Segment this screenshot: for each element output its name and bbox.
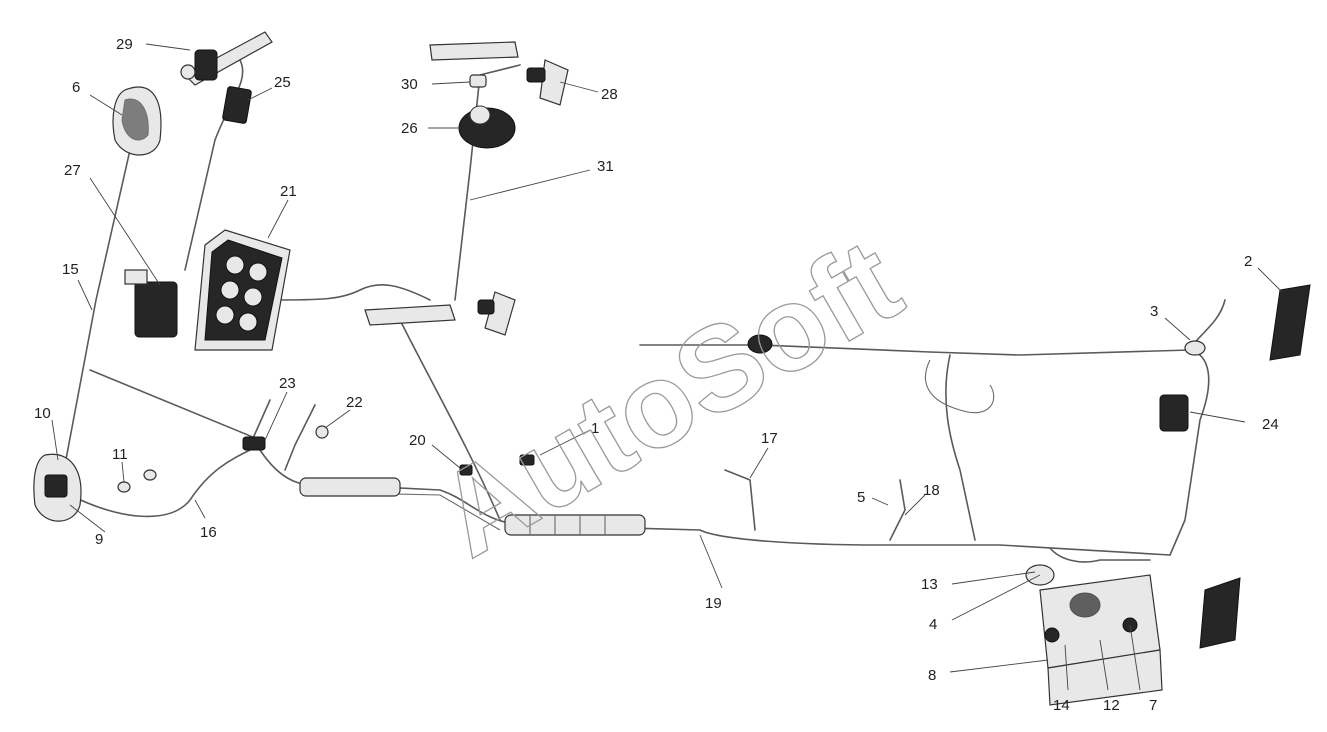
- callout-11: 11: [112, 446, 128, 463]
- wire-21-link: [269, 284, 431, 301]
- callout-16: 16: [200, 524, 217, 541]
- callout-18: 18: [923, 482, 940, 499]
- callout-15: 15: [62, 261, 79, 278]
- callout-20: 20: [409, 432, 426, 449]
- callout-30: 30: [401, 76, 418, 93]
- component-1-connector: [519, 454, 535, 466]
- wire-cross-left: [89, 369, 261, 441]
- component-2-terminal-block: [1199, 284, 1311, 649]
- callout-10: 10: [34, 405, 51, 422]
- component-23-connector: [242, 436, 266, 451]
- component-6-lamp: [112, 86, 162, 156]
- component-lamp-bar: [477, 291, 516, 336]
- callout-17: 17: [761, 430, 778, 447]
- component-30-bracket: [469, 74, 487, 88]
- component-21-headlamp: [194, 229, 291, 351]
- component-26-disc: [458, 105, 516, 149]
- component-27-relay: [124, 269, 178, 338]
- wire-main-trunk-19: [259, 449, 1171, 556]
- connector-bar-lower: [364, 304, 456, 326]
- component-10-lamp: [33, 453, 82, 522]
- callout-13: 13: [921, 576, 938, 593]
- wire-stub-17: [724, 469, 756, 531]
- watermark: AutoSoft: [416, 213, 922, 582]
- wire-bar-down: [399, 319, 501, 521]
- sleeve-left: [299, 477, 401, 497]
- callout-4: 4: [929, 616, 937, 633]
- trunk-sleeves: [299, 477, 646, 536]
- component-22-clip: [315, 425, 329, 439]
- component-grommet-upper: [747, 334, 773, 354]
- callout-27: 27: [64, 162, 81, 179]
- wire-mid-loop: [925, 359, 995, 414]
- callout-25: 25: [274, 74, 291, 91]
- component-8-battery: [1025, 564, 1163, 706]
- wire-branch-31: [454, 64, 521, 301]
- wire-branch-16: [69, 449, 251, 518]
- callout-7: 7: [1149, 697, 1157, 714]
- component-24-box: [1159, 394, 1189, 432]
- callout-21: 21: [280, 183, 297, 200]
- components: [33, 31, 1311, 706]
- callout-23: 23: [279, 375, 296, 392]
- callout-24: 24: [1262, 416, 1279, 433]
- wire-branch-15: [63, 149, 131, 471]
- callout-8: 8: [928, 667, 936, 684]
- component-3-grommet: [1184, 340, 1206, 356]
- wire-stub-5: [889, 479, 906, 541]
- callout-5: 5: [857, 489, 865, 506]
- wire-upper-right: [639, 344, 1210, 556]
- callout-26: 26: [401, 120, 418, 137]
- callout-31: 31: [597, 158, 614, 175]
- wire-mid-drop: [945, 354, 976, 541]
- connector-bar-upper: [429, 41, 519, 61]
- callout-3: 3: [1150, 303, 1158, 320]
- callout-12: 12: [1103, 697, 1120, 714]
- component-25-switch: [222, 86, 252, 124]
- component-28-lamp: [526, 59, 569, 106]
- callout-28: 28: [601, 86, 618, 103]
- component-20-connector: [459, 464, 473, 476]
- callout-19: 19: [705, 595, 722, 612]
- wire-to-battery: [1049, 547, 1151, 563]
- callout-29: 29: [116, 36, 133, 53]
- callout-9: 9: [95, 531, 103, 548]
- component-29-bracket: [180, 31, 273, 86]
- component-11-grommets: [117, 469, 157, 493]
- callout-2: 2: [1244, 253, 1252, 270]
- wire-branch-23: [249, 399, 316, 471]
- callout-14: 14: [1053, 697, 1070, 714]
- callout-6: 6: [72, 79, 80, 96]
- callout-labels: 1 2 3 4 5 6 7 8 9 10 11 12 13 14 15 16 1…: [34, 36, 1279, 714]
- callout-1: 1: [591, 420, 599, 437]
- sleeve-main: [504, 514, 646, 536]
- callout-22: 22: [346, 394, 363, 411]
- leader-lines: [51, 43, 1283, 691]
